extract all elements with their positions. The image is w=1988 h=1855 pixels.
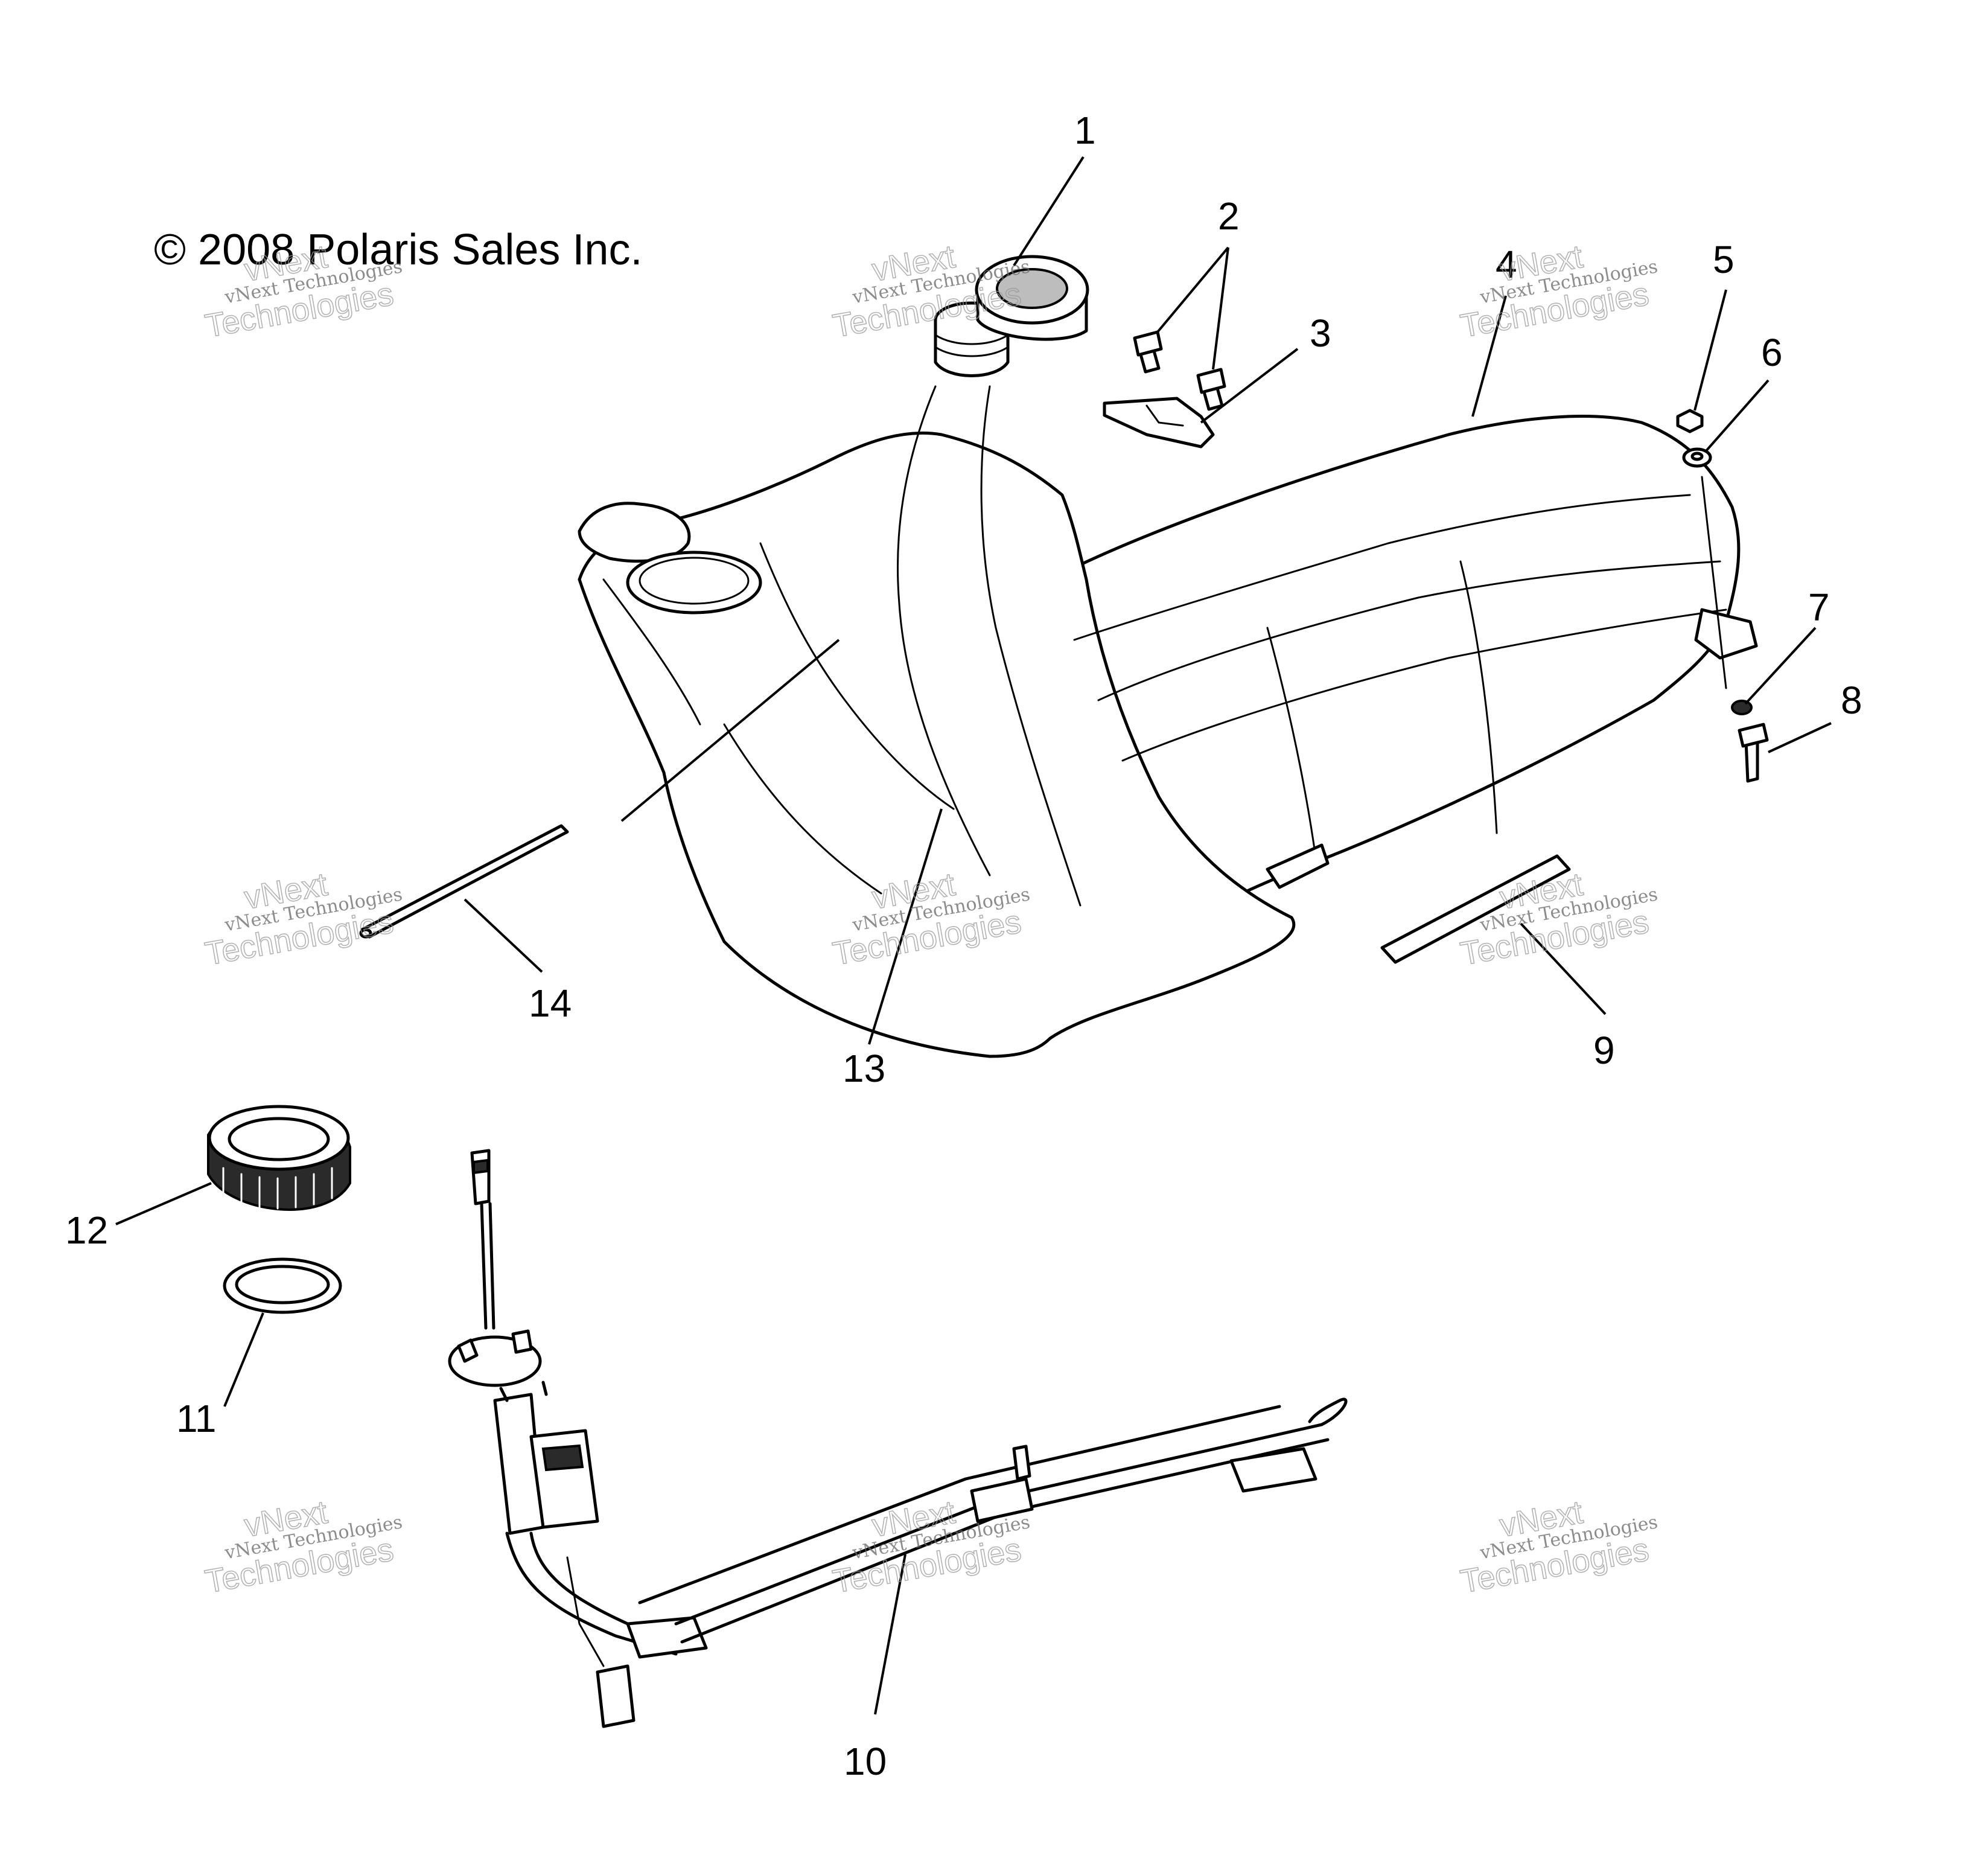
callout-1: 1: [1074, 109, 1096, 152]
part-11-seal: [223, 1257, 342, 1314]
part-7-grommet: [1731, 700, 1753, 715]
callout-8: 8: [1841, 678, 1862, 722]
part-1-filler-cap: [975, 255, 1089, 341]
callout-13: 13: [843, 1047, 885, 1090]
part-12-lock-ring: [207, 1105, 351, 1211]
part-9-strip: [1380, 854, 1571, 964]
callout-4: 4: [1496, 243, 1517, 286]
watermark-3: vNext vNext Technologies Technologies: [1458, 238, 1660, 345]
hardware-alignment-line: [1701, 476, 1727, 689]
callout-numbers: 1 2 3 4 5 6 7 8 9 10 11 12 13 14: [65, 109, 1862, 1783]
callout-5: 5: [1713, 238, 1735, 281]
watermark-4: vNext vNext Technologies Technologies: [202, 866, 404, 972]
callout-10: 10: [844, 1740, 887, 1783]
part-10-fuel-pump-assembly: [448, 1149, 1348, 1728]
callout-6: 6: [1761, 331, 1783, 374]
part-5-nut: [1676, 409, 1704, 433]
copyright-text: © 2008 Polaris Sales Inc.: [154, 226, 642, 274]
part-3-bracket: [1103, 397, 1215, 449]
fuel-tank: [578, 301, 1758, 1058]
callout-14: 14: [529, 982, 572, 1025]
callout-12: 12: [65, 1208, 108, 1252]
hose-guide-line: [620, 639, 840, 822]
part-2-screws: [1133, 330, 1226, 411]
callout-3: 3: [1310, 311, 1331, 355]
watermark-9: vNext vNext Technologies Technologies: [1458, 1493, 1660, 1600]
callout-11: 11: [176, 1397, 216, 1440]
leader-lines: [115, 156, 1832, 1715]
callout-7: 7: [1808, 586, 1830, 629]
callout-9: 9: [1593, 1029, 1615, 1072]
watermark-7: vNext vNext Technologies Technologies: [202, 1493, 404, 1600]
part-14-hose: [359, 824, 569, 939]
callout-2: 2: [1218, 194, 1240, 238]
part-8-bolt: [1738, 723, 1769, 783]
part-6-washer: [1682, 447, 1712, 468]
